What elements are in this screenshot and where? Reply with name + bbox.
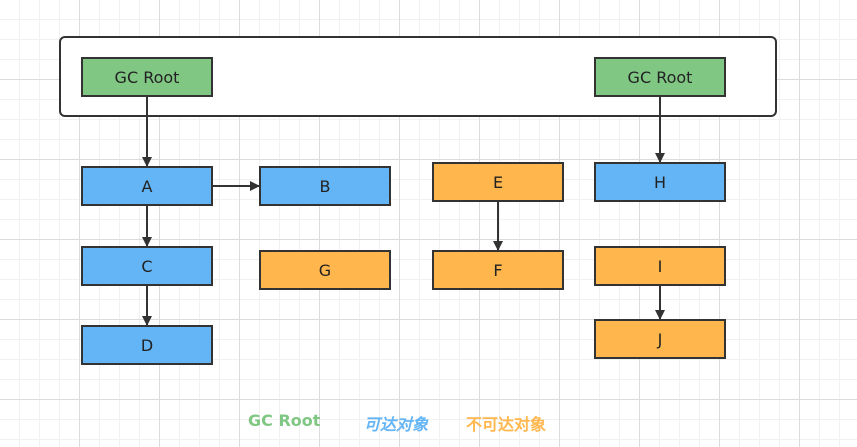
node-a: A bbox=[81, 166, 213, 206]
legend-reachable: 可达对象 bbox=[364, 415, 429, 434]
gc-root-node-left: GC Root bbox=[81, 57, 213, 97]
legend-gc-root: GC Root bbox=[248, 411, 321, 430]
node-b: B bbox=[259, 166, 391, 206]
node-j: J bbox=[594, 319, 726, 359]
node-g: G bbox=[259, 250, 391, 290]
node-f: F bbox=[432, 250, 564, 290]
node-c: C bbox=[81, 246, 213, 286]
gc-root-node-right: GC Root bbox=[594, 57, 726, 97]
legend-unreachable: 不可达对象 bbox=[466, 415, 547, 434]
node-h: H bbox=[594, 162, 726, 202]
node-i: I bbox=[594, 246, 726, 286]
node-d: D bbox=[81, 325, 213, 365]
node-e: E bbox=[432, 162, 564, 202]
